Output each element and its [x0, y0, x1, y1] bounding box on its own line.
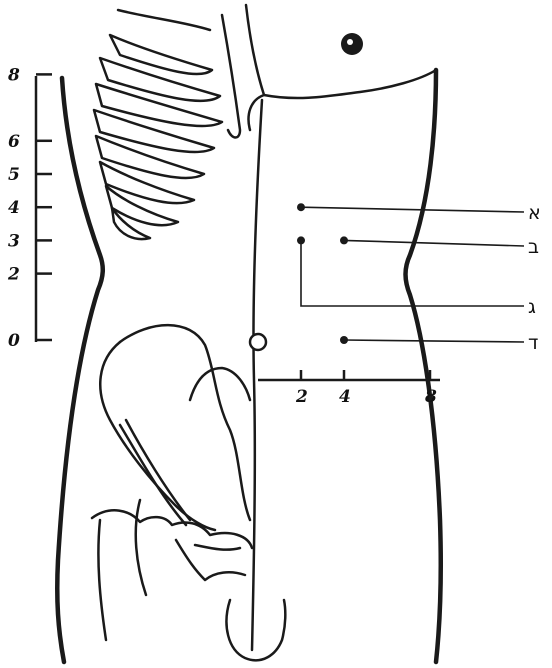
horizontal-tick-label: 2	[295, 387, 308, 407]
point-label: ב	[528, 236, 539, 258]
horizontal-tick-label: 8	[424, 387, 437, 407]
pelvis	[92, 325, 252, 640]
point-marker	[340, 236, 348, 244]
point-label: ג	[528, 296, 536, 318]
point-marker	[297, 203, 305, 211]
leader-line	[344, 240, 524, 246]
vertical-tick-label: 5	[8, 165, 20, 185]
point-label: ד	[528, 332, 538, 354]
point-marker	[297, 236, 305, 244]
horizontal-tick-label: 4	[339, 387, 351, 407]
point-marker	[340, 336, 348, 344]
vertical-scale: 8 6 5 4 3 2 0	[7, 65, 52, 351]
groin-outline	[226, 600, 285, 660]
rib-cage	[94, 15, 240, 239]
body-outline	[57, 5, 441, 662]
left-shoulder-line	[118, 10, 210, 30]
vertical-tick-label: 6	[8, 132, 20, 152]
midline	[252, 100, 262, 650]
lower-chest-line	[264, 70, 436, 98]
horizontal-scale: 2 4 8	[258, 370, 440, 407]
leader-line	[344, 340, 524, 342]
left-flank-outline	[57, 78, 103, 662]
right-flank-outline	[406, 70, 441, 662]
vertical-tick-label: 0	[8, 331, 20, 351]
vertical-tick-label: 4	[8, 198, 20, 218]
vertical-tick-label: 8	[7, 65, 20, 85]
nipple-mark	[341, 33, 363, 55]
leader-line	[301, 207, 524, 212]
umbilicus	[250, 334, 266, 350]
point-label: א	[528, 202, 541, 224]
vertical-tick-label: 2	[7, 265, 20, 285]
vertical-tick-label: 3	[8, 231, 20, 251]
